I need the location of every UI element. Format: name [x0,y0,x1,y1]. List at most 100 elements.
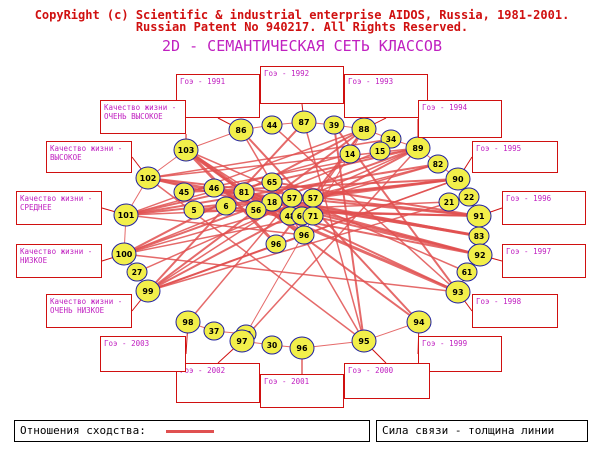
network-node: 96 [293,225,315,245]
class-label-box: Гоэ - 1998 [472,294,558,328]
node-circle [265,234,287,254]
node-circle [215,196,237,216]
node-label: 102 [140,174,157,183]
similarity-legend-line [166,430,214,433]
node-circle [203,178,225,198]
node-circle [173,182,195,202]
network-node: 46 [203,178,225,198]
network-node: 56 [245,200,267,220]
class-label-box: Гоэ - 1996 [502,191,586,225]
node-circle [302,206,324,226]
strength-label: Сила связи - толщина линии [382,424,555,437]
network-node: 102 [135,166,161,190]
node-circle [203,321,225,341]
node-label: 57 [308,194,318,203]
class-label-box: Качество жизни - ВЫСОКОЕ [46,141,132,173]
node-label: 100 [116,250,133,259]
node-label: 88 [358,125,370,134]
network-node: 94 [406,310,432,334]
network-node: 39 [323,115,345,135]
similarity-label: Отношения сходства: [20,424,146,437]
network-node: 44 [261,115,283,135]
network-node: 93 [445,280,471,304]
network-node: 5 [183,200,205,220]
class-label-box: Гоэ - 2001 [260,374,344,408]
node-label: 81 [239,188,249,197]
node-circle [135,279,161,303]
node-label: 95 [358,337,370,346]
node-label: 48 [285,212,295,221]
node-circle [261,172,283,192]
network-node: 22 [458,187,480,207]
network-node: 95 [351,329,377,353]
node-circle [111,242,137,266]
network-node: 100 [111,242,137,266]
network-node: 99 [135,279,161,303]
network-node: 81 [233,182,255,202]
node-circle [427,154,449,174]
network-node: 87 [291,110,317,134]
node-circle [135,166,161,190]
network-edge [185,149,468,273]
network-node: 89 [405,136,431,160]
class-label-box: Качество жизни - ОЧЕНЬ НИЗКОЕ [46,294,132,328]
node-label: 14 [345,150,355,159]
node-label: 103 [178,146,195,155]
network-edge [123,253,459,293]
node-label: 61 [297,212,307,221]
node-circle [261,192,283,212]
network-node: 6 [215,196,237,216]
network-node: 61 [456,262,478,282]
node-circle [369,141,391,161]
node-label: 96 [271,240,281,249]
node-label: 57 [287,194,297,203]
node-circle [229,329,255,353]
node-label: 101 [118,211,135,220]
node-circle [351,117,377,141]
network-node: 21 [438,192,460,212]
network-node: 18 [261,192,283,212]
node-label: 83 [474,232,484,241]
node-circle [289,336,315,360]
node-circle [173,138,199,162]
node-label: 30 [267,341,277,350]
diagram-title: 2D - СЕМАНТИЧЕСКАЯ СЕТЬ КЛАССОВ [162,37,442,55]
node-label: 86 [235,126,247,135]
node-circle [291,110,317,134]
network-node: 15 [369,141,391,161]
class-label-box: Гоэ - 2003 [100,336,186,372]
node-circle [261,335,283,355]
class-label-box: Гоэ - 1999 [418,336,502,372]
strength-legend: Сила связи - толщина линии [376,420,588,442]
node-label: 87 [298,118,309,127]
node-label: 96 [299,231,309,240]
network-node: 88 [351,117,377,141]
node-label: 90 [452,175,464,184]
node-circle [113,203,139,227]
node-circle [445,280,471,304]
node-circle [445,167,471,191]
node-circle [339,144,361,164]
network-node: 96 [289,336,315,360]
network-node: 92 [467,243,493,267]
node-label: 89 [412,144,424,153]
node-circle [228,118,254,142]
network-edge [125,128,365,216]
network-node: 57 [302,188,324,208]
class-label-box: Гоэ - 1991 [176,74,260,118]
network-node: 97 [229,329,255,353]
network-edge [291,197,480,217]
node-label: 37 [209,327,219,336]
node-circle [233,182,255,202]
node-label: 21 [444,198,454,207]
network-node: 71 [302,206,324,226]
node-circle [261,115,283,135]
network-edge [303,178,459,236]
class-label-box: Качество жизни - СРЕДНЕЕ [16,191,102,225]
node-circle [323,115,345,135]
network-node: 14 [339,144,361,164]
node-label: 71 [308,212,318,221]
network-node: 27 [126,262,148,282]
class-label-box: Гоэ - 2002 [176,363,260,403]
